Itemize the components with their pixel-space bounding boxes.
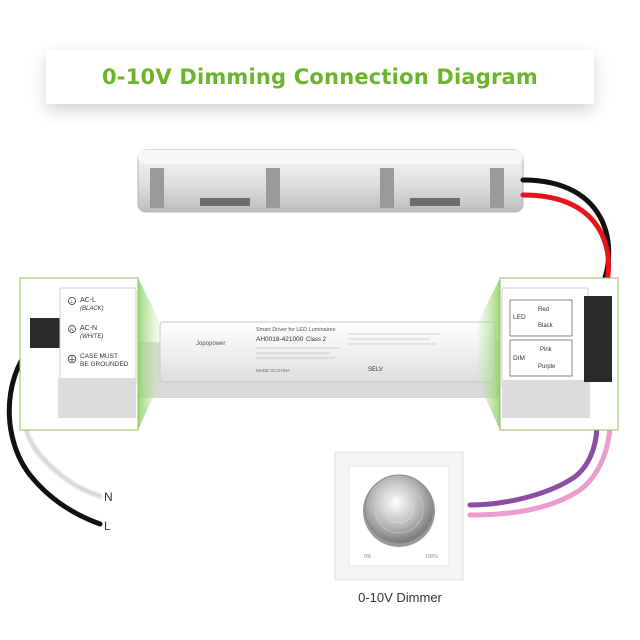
dimmer-min-label: 0% <box>364 554 372 560</box>
black-wire-label: Black <box>538 323 554 329</box>
driver-brand: Jopopower <box>196 341 225 347</box>
acn-color: (WHITE) <box>80 334 103 340</box>
driver-made-in: MADE IN CHINA <box>256 368 290 373</box>
fixture-clip <box>380 168 394 208</box>
driver-selv: SELV <box>368 367 383 373</box>
dimmer-max-label: 100% <box>425 554 438 560</box>
driver-class: Class 2 <box>306 337 327 343</box>
acl-symbol: L <box>71 299 74 304</box>
input-terminal-callout: L AC-L (BLACK) N AC-N (WHITE) CASE MUST … <box>19 277 139 431</box>
driver-model: AH0018-421000 <box>256 336 304 343</box>
led-terminal-label: LED <box>513 314 526 321</box>
ground-note-line1: CASE MUST <box>80 353 118 360</box>
dim-terminal-label: DIM <box>513 355 525 362</box>
output-terminal-callout: LED Red Black DIM Pink Purple <box>499 277 619 431</box>
dim-terminal-box <box>509 339 573 377</box>
led-terminal-box <box>509 299 573 337</box>
fixture-clip <box>266 168 280 208</box>
output-connector <box>584 296 612 382</box>
red-wire-label: Red <box>538 307 549 313</box>
dimmer-switch: 0% 100% <box>334 451 464 581</box>
acn-label: AC-N <box>80 325 97 332</box>
output-case-side <box>502 380 590 418</box>
acl-label: AC-L <box>80 297 96 304</box>
page-title: 0-10V Dimming Connection Diagram <box>102 65 538 89</box>
acl-color: (BLACK) <box>80 306 104 312</box>
dimmer-caption: 0-10V Dimmer <box>358 590 442 605</box>
fixture-clip <box>150 168 164 208</box>
acn-terminal-icon <box>68 325 76 333</box>
fixture-slot <box>200 198 250 206</box>
line-wire-label: L <box>104 519 111 533</box>
pink-wire-label: Pink <box>540 347 553 353</box>
left-highlight-beam <box>138 278 160 430</box>
purple-wire-label: Purple <box>538 364 556 370</box>
neutral-wire-label: N <box>104 490 113 504</box>
title-banner: 0-10V Dimming Connection Diagram <box>46 50 594 104</box>
ground-note-line2: BE GROUNDED <box>80 361 129 368</box>
acl-terminal-icon <box>68 297 76 305</box>
fixture-slot <box>410 198 460 206</box>
fixture-clip <box>490 168 504 208</box>
driver-name: Smart Driver for LED Luminaires <box>256 327 336 333</box>
input-case-side <box>58 378 136 418</box>
ground-icon <box>67 354 77 364</box>
led-fixture <box>137 149 524 213</box>
right-highlight-beam <box>478 278 500 430</box>
input-connector <box>30 318 60 348</box>
acn-symbol: N <box>70 327 73 332</box>
